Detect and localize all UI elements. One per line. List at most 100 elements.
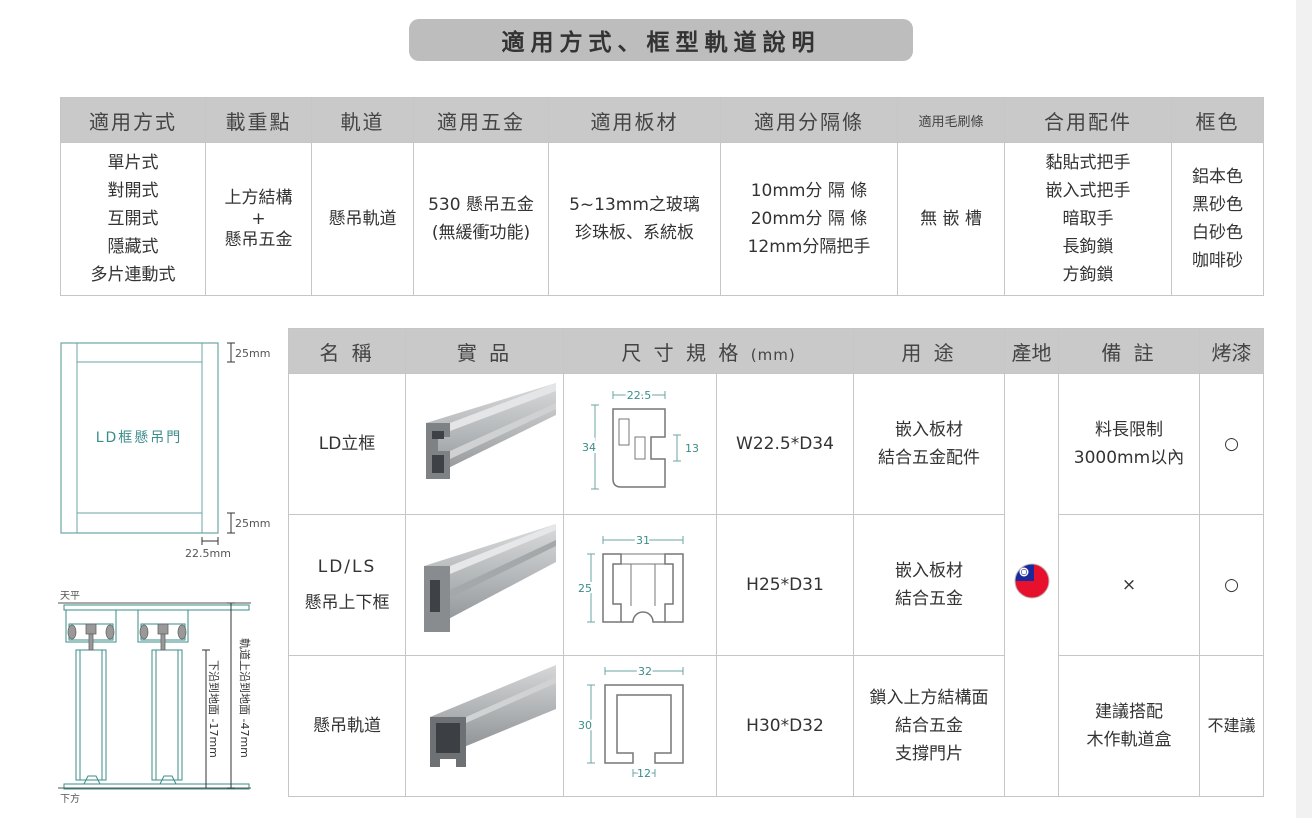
size-cell: H25*D31	[716, 514, 854, 656]
load-line: 懸吊五金	[224, 230, 293, 250]
product-table: 名 稱 實 品 尺 寸 規 格 (mm) 用 途 產地 備 註 烤漆 LD立框	[288, 328, 1264, 797]
accessory-item: 暗取手	[1062, 209, 1114, 229]
door-frame-diagram: LD框懸吊門 25mm 25mm 22.5mm	[60, 342, 270, 560]
color-item: 黑砂色	[1192, 195, 1243, 215]
usage-line: 鎖入上方結構面	[869, 688, 989, 708]
outer-dim-label: 軌道上沿到地面 -47mm	[238, 638, 252, 758]
dim-left: 25	[578, 582, 592, 595]
divider-line: 10mm分 隔 條	[750, 181, 868, 201]
brush-cell: 無 嵌 槽	[897, 142, 1005, 296]
product-name: LD立框	[318, 434, 376, 454]
usage-cell: 嵌入板材 結合五金配件	[853, 373, 1005, 515]
color-item: 鋁本色	[1192, 167, 1243, 187]
divider-line: 20mm分 隔 條	[750, 209, 868, 229]
dim-left: 34	[582, 441, 596, 454]
accessory-item: 長鉤鎖	[1062, 237, 1114, 257]
divider-cell: 10mm分 隔 條 20mm分 隔 條 12mm分隔把手	[720, 142, 898, 296]
header-cell: 產地	[1004, 328, 1059, 374]
size-cell: H30*D32	[716, 655, 854, 797]
product-photo-cell	[405, 655, 564, 797]
door-label: LD框懸吊門	[96, 430, 183, 446]
product-name: 懸吊軌道	[313, 716, 381, 736]
usage-line: 嵌入板材	[895, 561, 963, 581]
paint-cell: ○	[1199, 514, 1264, 656]
hanging-track-section-drawing: 32 30 12	[576, 663, 684, 782]
product-drawing-cell: 31 25	[563, 514, 717, 656]
ld-ls-frame-photo	[423, 523, 556, 632]
accessory-item: 黏貼式把手	[1045, 153, 1131, 173]
dim-right: 13	[685, 442, 699, 455]
divider-line: 12mm分隔把手	[747, 237, 871, 257]
load-line: 上方結構	[224, 188, 293, 208]
method-item: 隱藏式	[107, 237, 159, 257]
product-name-cell: 懸吊軌道	[288, 655, 406, 797]
ld-frame-photo	[425, 382, 556, 479]
header-cell: 用 途	[853, 328, 1005, 374]
accessory-item: 方鉤鎖	[1062, 265, 1114, 285]
board-line: 5~13mm之玻璃	[569, 195, 700, 215]
product-drawing-cell: 32 30 12	[563, 655, 717, 797]
methods-cell: 單片式 對開式 互開式 隱藏式 多片連動式	[60, 142, 206, 296]
usage-cell: 鎖入上方結構面 結合五金 支撐門片	[853, 655, 1005, 797]
header-cell-size: 尺 寸 規 格 (mm)	[563, 328, 854, 374]
ld-frame-section-drawing: 22.5 34 13	[580, 387, 699, 490]
board-cell: 5~13mm之玻璃 珍珠板、系統板	[548, 142, 721, 296]
header-cell: 烤漆	[1199, 328, 1264, 374]
size-unit-label: (mm)	[750, 345, 796, 364]
method-item: 對開式	[107, 181, 159, 201]
dim-bottom: 12	[637, 767, 651, 780]
header-cell: 適用毛刷條	[897, 97, 1005, 143]
board-line: 珍珠板、系統板	[575, 223, 694, 243]
usage-line: 支撐門片	[895, 744, 963, 764]
note-cell: ×	[1058, 514, 1200, 656]
spec-table-header-row: 適用方式 載重點 軌道 適用五金 適用板材 適用分隔條 適用毛刷條 合用配件 框…	[60, 97, 1264, 143]
color-item: 咖啡砂	[1192, 251, 1243, 271]
header-cell: 實 品	[405, 328, 564, 374]
product-photo-cell	[405, 514, 564, 656]
header-cell: 備 註	[1058, 328, 1200, 374]
method-item: 互開式	[107, 209, 159, 229]
spec-table-row: 單片式 對開式 互開式 隱藏式 多片連動式 上方結構 + 懸吊五金 懸吊軌道 5…	[60, 142, 1264, 296]
size-header-label: 尺 寸 規 格	[621, 340, 742, 365]
method-item: 多片連動式	[90, 265, 176, 285]
side-dim-label: 22.5mm	[185, 547, 231, 560]
product-name-cell: LD/LS 懸吊上下框	[288, 514, 406, 656]
dim-top: 22.5	[627, 389, 652, 402]
bottom-label: 下方	[60, 792, 80, 805]
paint-cell: ○	[1199, 373, 1264, 515]
note-line: 木作軌道盒	[1086, 730, 1172, 750]
usage-line: 結合五金	[895, 589, 963, 609]
header-cell: 框色	[1171, 97, 1264, 143]
colors-cell: 鋁本色 黑砂色 白砂色 咖啡砂	[1171, 142, 1264, 296]
accessories-cell: 黏貼式把手 嵌入式把手 暗取手 長鉤鎖 方鉤鎖	[1004, 142, 1172, 296]
note-cell: 料長限制 3000mm以內	[1058, 373, 1200, 515]
header-cell: 適用五金	[413, 97, 549, 143]
hardware-cell: 530 懸吊五金 (無緩衝功能)	[413, 142, 549, 296]
table-row: 懸吊軌道 32	[288, 655, 1264, 797]
size-cell: W22.5*D34	[716, 373, 854, 515]
track-cell: 懸吊軌道	[311, 142, 414, 296]
page-right-margin	[1296, 0, 1312, 818]
usage-line: 嵌入板材	[895, 420, 963, 440]
spec-table: 適用方式 載重點 軌道 適用五金 適用板材 適用分隔條 適用毛刷條 合用配件 框…	[60, 97, 1264, 296]
accessory-item: 嵌入式把手	[1045, 181, 1131, 201]
brush-line: 無 嵌 槽	[920, 209, 982, 229]
dim-top: 31	[636, 534, 650, 547]
taiwan-flag-icon	[1014, 563, 1049, 598]
paint-cell: 不建議	[1199, 655, 1264, 797]
product-name-cell: LD立框	[288, 373, 406, 515]
table-row: LD/LS 懸吊上下框 31	[288, 514, 1264, 656]
note-line: 料長限制	[1095, 420, 1163, 440]
inner-dim-label: 下沿到地面 -17mm	[207, 660, 220, 758]
header-cell: 適用分隔條	[720, 97, 898, 143]
table-row: LD立框 22.5	[288, 373, 1264, 797]
product-name: 懸吊上下框	[304, 593, 390, 613]
load-line: +	[251, 209, 266, 229]
header-cell: 名 稱	[288, 328, 406, 374]
usage-line: 結合五金配件	[878, 448, 980, 468]
method-item: 單片式	[107, 153, 159, 173]
usage-cell: 嵌入板材 結合五金	[853, 514, 1005, 656]
product-table-header-row: 名 稱 實 品 尺 寸 規 格 (mm) 用 途 產地 備 註 烤漆	[288, 328, 1264, 374]
top-dim-label: 25mm	[235, 347, 270, 360]
product-photo-cell	[405, 373, 564, 515]
